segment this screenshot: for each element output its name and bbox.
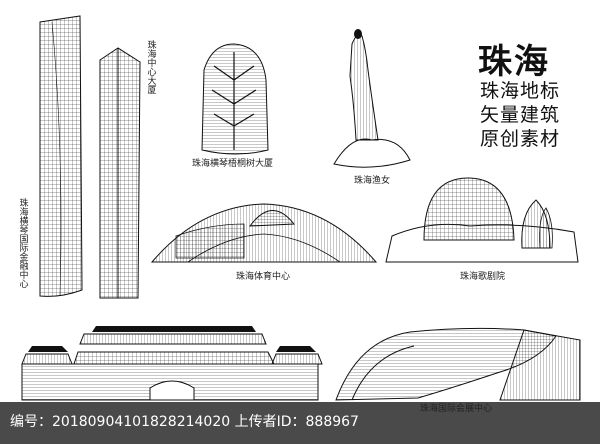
hengqin-tower-drawing [40, 16, 82, 296]
subtitle-line-2: 矢量建筑 [480, 104, 561, 126]
exhibition-center-drawing [336, 328, 580, 400]
footer-bar [0, 402, 600, 444]
label-sports-center: 珠海体育中心 [236, 272, 291, 282]
opera-house-drawing [386, 178, 578, 262]
sports-center-drawing [152, 204, 376, 262]
footer-text: 编号：20180904101828214020 上传者ID：888967 [10, 414, 359, 430]
fisher-girl-drawing [334, 29, 410, 167]
label-exhibition-center: 珠海国际会展中心 [420, 404, 493, 414]
subtitle-line-1: 珠海地标 [480, 80, 561, 102]
wutong-building-drawing [202, 44, 268, 154]
label-hengqin-tower: 珠海横琴国际金融中心 [17, 198, 28, 288]
label-fisher-girl: 珠海渔女 [354, 176, 391, 186]
label-wutong-building: 珠海横琴梧桐树大厦 [192, 159, 274, 169]
traditional-gate-drawing [22, 326, 322, 400]
label-opera-house: 珠海歌剧院 [460, 272, 506, 282]
center-tower-drawing [100, 48, 140, 298]
subtitle-line-3: 原创素材 [480, 128, 561, 150]
main-title: 珠海 [478, 42, 550, 82]
label-center-tower: 珠海中心大厦 [145, 40, 156, 94]
